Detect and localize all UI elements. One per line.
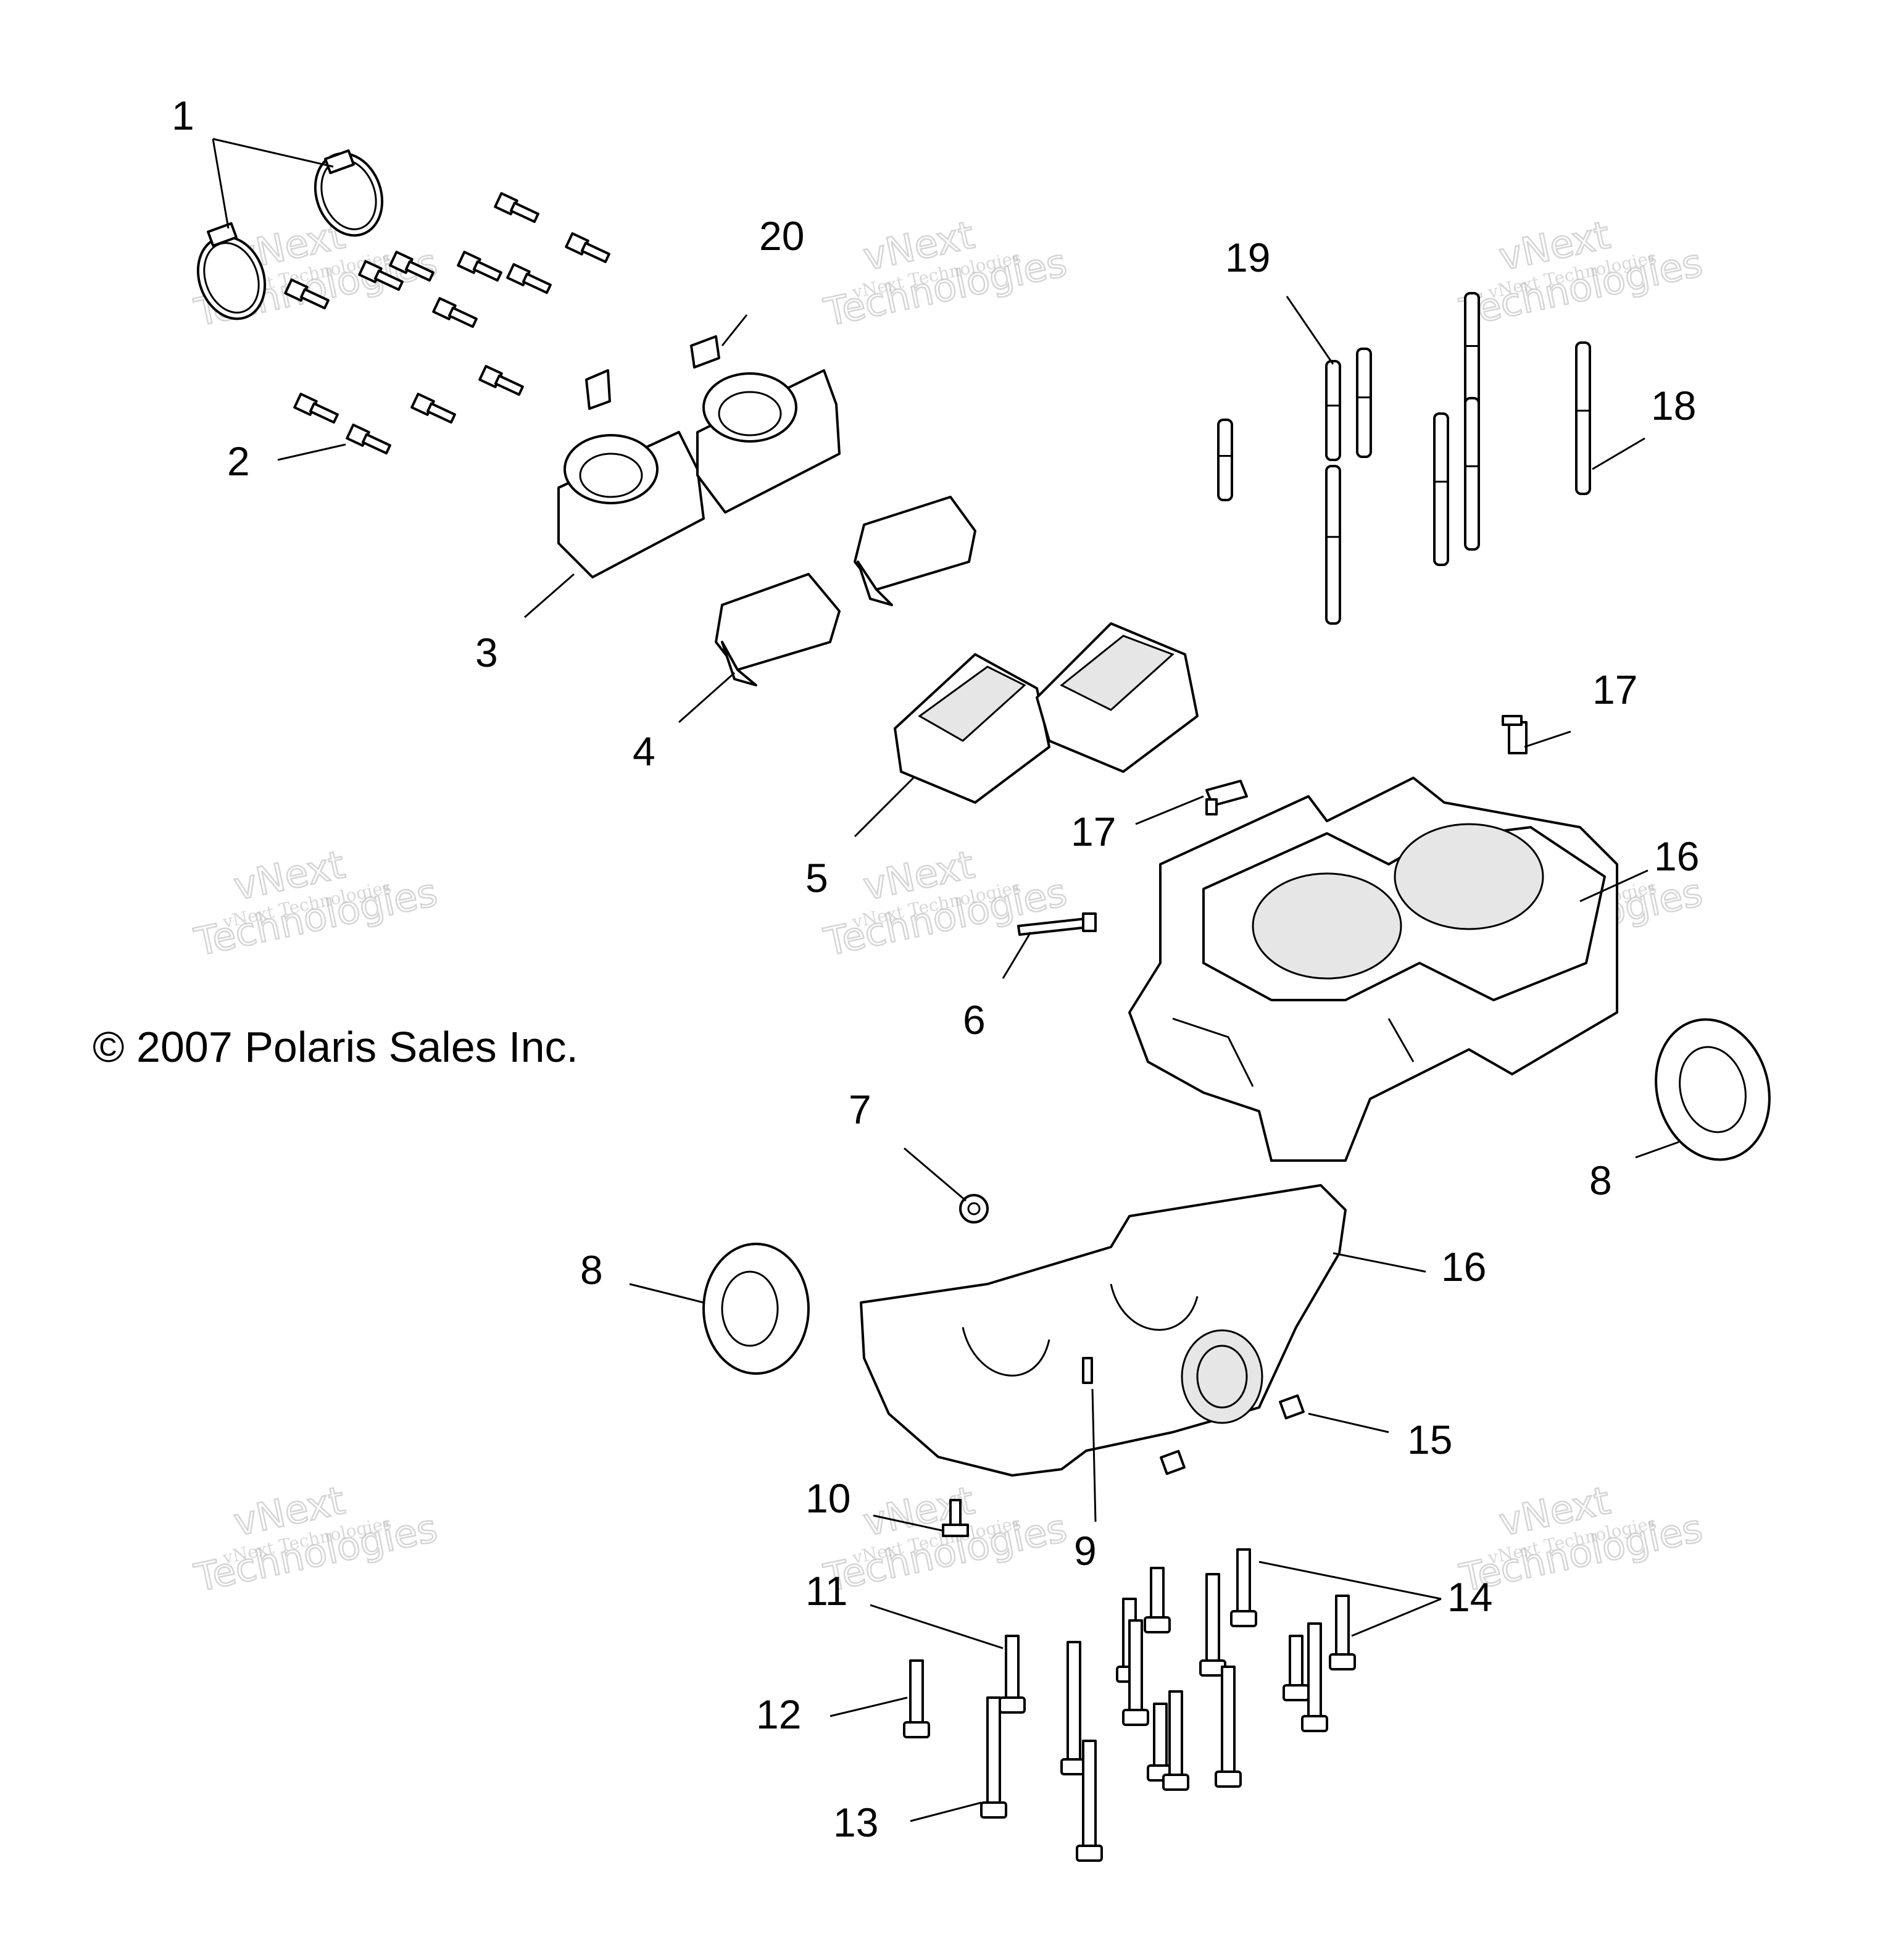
part-reed-valves[interactable] <box>894 622 1199 804</box>
part-intake-adapters[interactable] <box>557 369 841 578</box>
callout-7: 7 <box>849 1086 871 1132</box>
part-hose-clamps[interactable] <box>187 144 393 328</box>
watermark-3: vNext Technologies vNext Technologies <box>1455 211 1707 336</box>
callout-2: 2 <box>227 438 250 484</box>
crankcase-bolt <box>1283 1635 1310 1701</box>
long-stud <box>1464 397 1480 551</box>
small-bolt <box>284 278 330 310</box>
crankcase-bolt <box>903 1659 930 1738</box>
callout-9: 9 <box>1074 1528 1097 1574</box>
long-stud <box>1217 419 1233 501</box>
callout-8-left: 8 <box>580 1247 603 1293</box>
copyright-notice: © 2007 Polaris Sales Inc. <box>93 1023 578 1071</box>
small-bolt <box>389 251 434 282</box>
watermark-5: vNext Technologies vNext Technologies <box>820 841 1071 965</box>
callout-6: 6 <box>963 997 986 1043</box>
part-upper-crankcase[interactable] <box>1128 777 1618 1162</box>
callout-4: 4 <box>633 728 655 774</box>
callout-16-lower: 16 <box>1441 1244 1486 1290</box>
crankcase-bolt <box>980 1696 1007 1819</box>
callout-3: 3 <box>475 630 498 675</box>
small-bolt <box>494 192 539 223</box>
small-bolt <box>346 423 391 455</box>
part-washer[interactable] <box>959 1194 989 1224</box>
crankcase-bolt <box>1329 1595 1356 1670</box>
crankcase-bolt <box>1215 1666 1242 1788</box>
callout-18: 18 <box>1651 383 1696 428</box>
long-stud <box>1464 292 1480 412</box>
part-small-bolts[interactable] <box>284 192 610 456</box>
crankcase-bolt <box>1147 1703 1174 1782</box>
part-lower-crankcase[interactable] <box>860 1184 1347 1477</box>
small-bolt <box>457 251 502 282</box>
small-bolt <box>506 263 552 294</box>
callout-17-right: 17 <box>1592 667 1637 712</box>
crankcase-bolt <box>1301 1622 1328 1732</box>
callout-17-left: 17 <box>1071 809 1116 854</box>
callout-10: 10 <box>805 1475 850 1521</box>
part-clips[interactable] <box>585 335 720 410</box>
part-crankcase-bolts[interactable] <box>903 1548 1356 1862</box>
callout-13: 13 <box>833 1799 878 1845</box>
crankcase-bolt <box>1076 1740 1103 1862</box>
callout-19: 19 <box>1225 235 1270 280</box>
crankcase-bolt <box>1144 1567 1171 1633</box>
callout-15: 15 <box>1407 1417 1452 1462</box>
part-fittings[interactable] <box>1205 715 1528 815</box>
callout-14: 14 <box>1447 1574 1492 1620</box>
long-stud <box>1433 412 1449 566</box>
long-stud <box>1325 465 1341 625</box>
callout-11: 11 <box>805 1568 848 1614</box>
small-bolt <box>565 232 610 264</box>
small-bolt <box>410 393 456 424</box>
part-seal-right[interactable] <box>1640 1007 1784 1173</box>
callout-12: 12 <box>756 1691 801 1737</box>
long-stud <box>1575 341 1591 495</box>
crankcase-bolt <box>1199 1573 1226 1677</box>
crankcase-bolt <box>999 1635 1026 1714</box>
part-seal-left[interactable] <box>702 1243 810 1375</box>
callout-labels: 1 2 3 4 5 6 7 8 8 9 10 11 12 13 14 15 16… <box>172 93 1699 1845</box>
leader-lines <box>212 138 1679 1822</box>
small-bolt <box>478 365 524 396</box>
callout-8-right: 8 <box>1589 1157 1612 1203</box>
part-small-hardware[interactable] <box>942 1357 1305 1537</box>
part-long-studs[interactable] <box>1217 292 1591 625</box>
small-bolt <box>293 393 339 424</box>
callout-16-upper: 16 <box>1654 833 1699 879</box>
small-bolt <box>358 260 404 291</box>
crankcase-bolt <box>1122 1619 1149 1726</box>
part-stud[interactable] <box>1017 912 1097 936</box>
crankcase-bolt <box>1230 1548 1257 1627</box>
watermark-2: vNext Technologies vNext Technologies <box>820 211 1071 336</box>
small-bolt <box>432 297 478 328</box>
callout-5: 5 <box>805 855 828 901</box>
watermark-7: vNext Technologies vNext Technologies <box>190 1477 442 1601</box>
callout-20: 20 <box>759 213 804 259</box>
long-stud <box>1325 360 1341 461</box>
watermark-4: vNext Technologies vNext Technologies <box>190 841 442 965</box>
long-stud <box>1356 348 1372 458</box>
part-reed-stops[interactable] <box>715 496 976 686</box>
callout-1: 1 <box>172 93 194 138</box>
crankcase-bolt <box>1162 1690 1189 1791</box>
